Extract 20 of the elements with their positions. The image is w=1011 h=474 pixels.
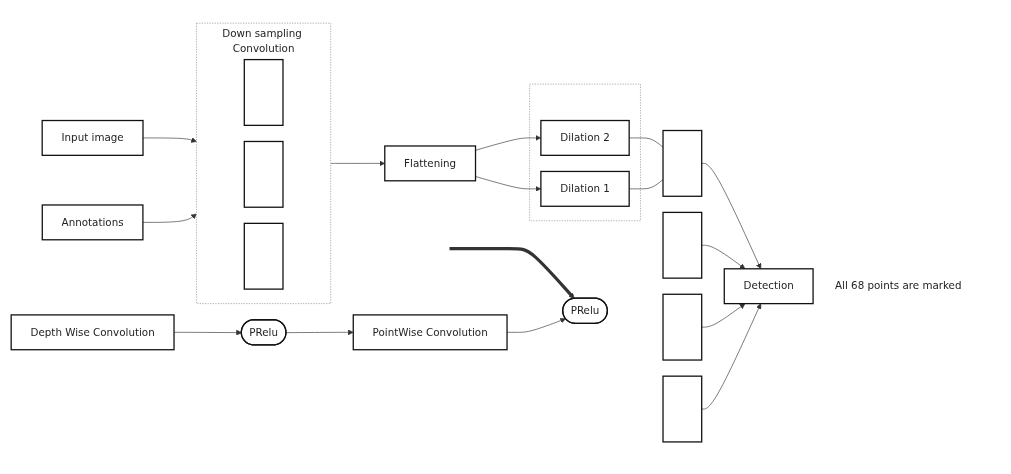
node-box: Dilation 2 bbox=[539, 120, 630, 157]
node-bar bbox=[661, 212, 702, 280]
node-label: All 68 points are marked bbox=[834, 280, 962, 293]
node-bar bbox=[243, 141, 284, 209]
node-box: Dilation 1 bbox=[539, 171, 630, 208]
node-box: Annotations bbox=[41, 204, 144, 241]
node-bar bbox=[661, 375, 702, 443]
cluster bbox=[528, 84, 641, 222]
node-box: Depth Wise Convolution bbox=[10, 314, 175, 351]
node-bar bbox=[661, 294, 702, 362]
node-bar bbox=[243, 59, 284, 127]
node-box: Flattening bbox=[383, 145, 476, 182]
node-box: Detection bbox=[723, 268, 814, 305]
node-bar bbox=[243, 223, 284, 291]
node-box: Input image bbox=[41, 120, 144, 157]
node-box: PointWise Convolution bbox=[352, 314, 508, 351]
cluster: Down sampling Convolution bbox=[195, 23, 331, 305]
node-bar bbox=[661, 130, 702, 198]
connector bbox=[628, 179, 663, 190]
arrow bbox=[449, 247, 574, 300]
